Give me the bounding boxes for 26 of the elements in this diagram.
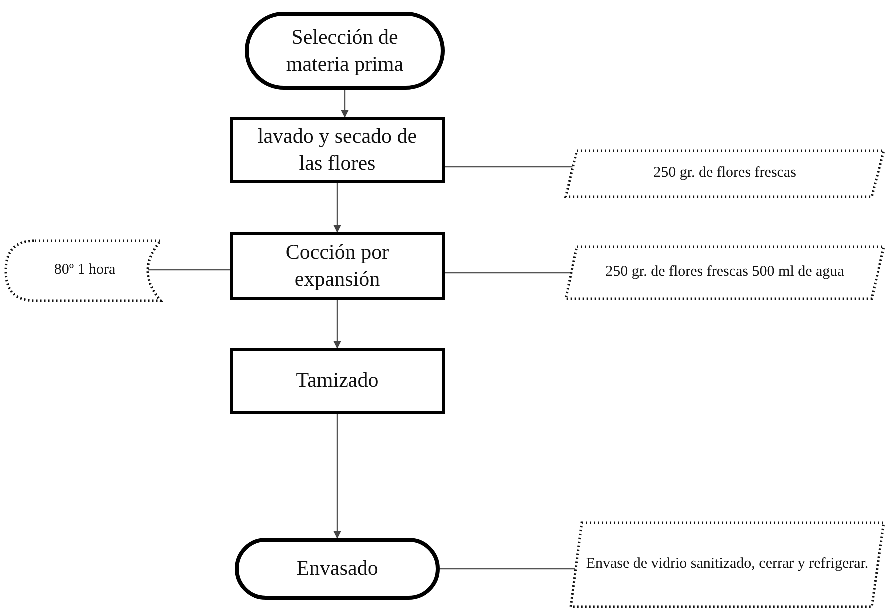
arrow bbox=[341, 90, 349, 118]
step-label: lavado y secado de las flores bbox=[256, 122, 418, 177]
process-box bbox=[230, 348, 445, 414]
step-label: Envase de vidrio sanitizado, cerrar y refrigerar. bbox=[586, 555, 869, 574]
step-label: Cocción por expansión bbox=[284, 238, 390, 293]
display-shape bbox=[5, 240, 165, 302]
connector-line bbox=[148, 269, 230, 271]
step-label: Selección de materia prima bbox=[285, 24, 405, 78]
arrow bbox=[334, 414, 342, 539]
step-label: Tamizado bbox=[296, 367, 379, 394]
step-label: 250 gr. de flores frescas 500 ml de agua bbox=[606, 263, 844, 282]
step-label: Envasado bbox=[296, 555, 378, 582]
connector-line bbox=[445, 166, 573, 168]
terminal-shape bbox=[245, 12, 445, 90]
step-label: 80º 1 hora bbox=[54, 261, 116, 280]
process-box bbox=[230, 232, 445, 300]
data-parallelogram bbox=[565, 150, 885, 198]
arrow bbox=[334, 183, 342, 233]
data-parallelogram bbox=[565, 246, 885, 300]
data-parallelogram bbox=[570, 522, 885, 608]
process-box bbox=[230, 117, 445, 183]
terminal-shape bbox=[235, 538, 440, 600]
connector-line bbox=[440, 568, 576, 570]
connector-line bbox=[445, 272, 571, 274]
arrow bbox=[334, 300, 342, 349]
step-label: 250 gr. de flores frescas bbox=[654, 164, 796, 184]
